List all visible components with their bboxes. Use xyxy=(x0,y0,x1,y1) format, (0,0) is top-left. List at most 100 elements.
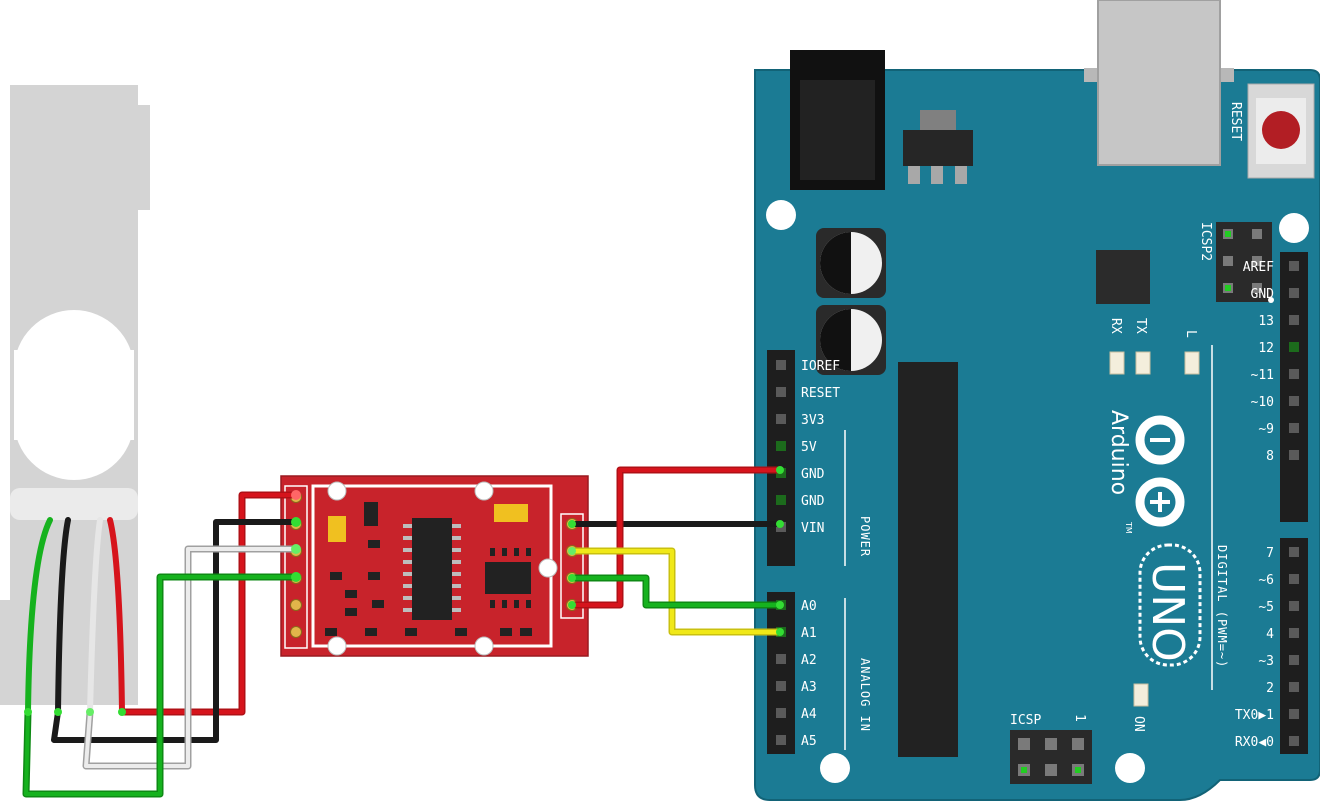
wire-red-vcc xyxy=(570,468,782,607)
pin-label: ~3 xyxy=(1258,654,1274,669)
header-pin[interactable] xyxy=(776,414,786,424)
header-pin[interactable] xyxy=(1289,628,1299,638)
pin-label: 7 xyxy=(1266,546,1274,561)
pin-label: 8 xyxy=(1266,449,1274,464)
pin-label: A4 xyxy=(801,707,817,722)
header-pin[interactable] xyxy=(1289,601,1299,611)
header-pin[interactable] xyxy=(1289,450,1299,460)
header-pin[interactable] xyxy=(1289,396,1299,406)
header-pin[interactable] xyxy=(776,735,786,745)
wire-red-excitation-core xyxy=(120,493,298,714)
regulator-pin xyxy=(931,166,943,184)
icsp-pin1-label: 1 xyxy=(1072,714,1087,722)
wire-black-excitation xyxy=(51,519,299,743)
hx711-output-header xyxy=(560,513,584,619)
icsp2-pin-active xyxy=(1225,231,1231,237)
tx-label: TX xyxy=(1133,318,1148,334)
header-pin[interactable] xyxy=(1289,315,1299,325)
capacitor xyxy=(816,228,886,298)
pin1-dot xyxy=(1268,297,1274,303)
header-pin[interactable] xyxy=(776,708,786,718)
icsp-pin-active xyxy=(1075,767,1081,773)
hx711-input-header xyxy=(284,485,308,649)
header-pin[interactable] xyxy=(1289,369,1299,379)
header-pin[interactable] xyxy=(776,360,786,370)
hx711-smd-parts xyxy=(325,540,532,636)
hx711-module xyxy=(280,475,589,657)
wire-yellow-dt xyxy=(570,549,782,634)
pin-label: GND xyxy=(801,467,825,482)
wire-green-signal xyxy=(24,575,298,796)
header-pin[interactable] xyxy=(1289,682,1299,692)
arduino-pcb xyxy=(754,69,1320,801)
load-cell-slot xyxy=(14,350,134,440)
icsp-label: ICSP xyxy=(1010,713,1041,728)
pin-label: ~9 xyxy=(1258,422,1274,437)
header-pin[interactable] xyxy=(776,441,786,451)
load-cell-cable-boot xyxy=(10,488,138,520)
pin-label: ~11 xyxy=(1251,368,1274,383)
pin-label: AREF xyxy=(1243,260,1274,275)
reset-button[interactable] xyxy=(1247,83,1315,179)
load-cell-black-strand xyxy=(55,517,71,715)
atmega328-chip xyxy=(898,362,958,757)
header-pin[interactable] xyxy=(1289,574,1299,584)
arduino-uno-board: RESET ICSP2 RX TX L ON Arduino T xyxy=(754,0,1320,801)
capacitor xyxy=(816,305,886,375)
tx-led xyxy=(1135,351,1151,375)
pin-label: 5V xyxy=(801,440,817,455)
pin-label: A1 xyxy=(801,626,817,641)
hx711-capacitor xyxy=(328,516,346,542)
pin-label: A0 xyxy=(801,599,817,614)
hx711-hole xyxy=(327,636,347,656)
pin-label: GND xyxy=(1251,287,1275,302)
rx-led xyxy=(1109,351,1125,375)
regulator-tab xyxy=(920,110,956,130)
header-pin[interactable] xyxy=(776,654,786,664)
header-pin[interactable] xyxy=(776,681,786,691)
reset-label: RESET xyxy=(1228,102,1243,141)
load-cell-mount-bottom xyxy=(0,600,14,705)
wire-red-vcc-outline xyxy=(568,466,784,609)
usb-connector xyxy=(1097,0,1221,166)
header-pin[interactable] xyxy=(1289,736,1299,746)
icsp-pin-active xyxy=(1021,767,1027,773)
pin-label: ~6 xyxy=(1258,573,1274,588)
header-pin[interactable] xyxy=(1289,423,1299,433)
header-pin[interactable] xyxy=(1289,655,1299,665)
hx711-chip-pins xyxy=(403,524,461,612)
icsp2-pin-active xyxy=(1225,285,1231,291)
voltage-regulator xyxy=(903,130,973,166)
wires xyxy=(22,466,784,798)
trademark: TM xyxy=(1124,521,1133,534)
hx711-chip xyxy=(412,518,452,620)
mounting-hole xyxy=(820,753,850,783)
pin-label: 3V3 xyxy=(801,413,824,428)
hx711-regulator xyxy=(485,562,531,594)
wire-endpoints xyxy=(24,466,784,716)
hx711-hole xyxy=(538,558,558,578)
header-pin[interactable] xyxy=(1289,709,1299,719)
regulator-pin xyxy=(908,166,920,184)
header-pin[interactable] xyxy=(776,387,786,397)
uno-badge-border xyxy=(1138,543,1202,667)
hx711-capacitor xyxy=(494,504,528,522)
load-cell-mount xyxy=(136,105,150,210)
wire-yellow-dt-outline xyxy=(568,547,784,636)
header-pin[interactable] xyxy=(776,495,786,505)
header-pin[interactable] xyxy=(1289,261,1299,271)
pin-label: 12 xyxy=(1258,341,1274,356)
on-led xyxy=(1133,683,1149,707)
header-pin[interactable] xyxy=(1289,288,1299,298)
load-cell-green-strand xyxy=(25,517,53,715)
pin-label: IOREF xyxy=(801,359,840,374)
wire-green-sck-outline xyxy=(568,574,784,609)
pin-label: 13 xyxy=(1258,314,1274,329)
load-cell-red-strand xyxy=(107,517,125,715)
power-header-label: POWER xyxy=(858,516,872,557)
header-pin[interactable] xyxy=(1289,342,1299,352)
wire-green-sck xyxy=(570,576,782,607)
arduino-logo xyxy=(1135,415,1185,527)
header-pin[interactable] xyxy=(1289,547,1299,557)
